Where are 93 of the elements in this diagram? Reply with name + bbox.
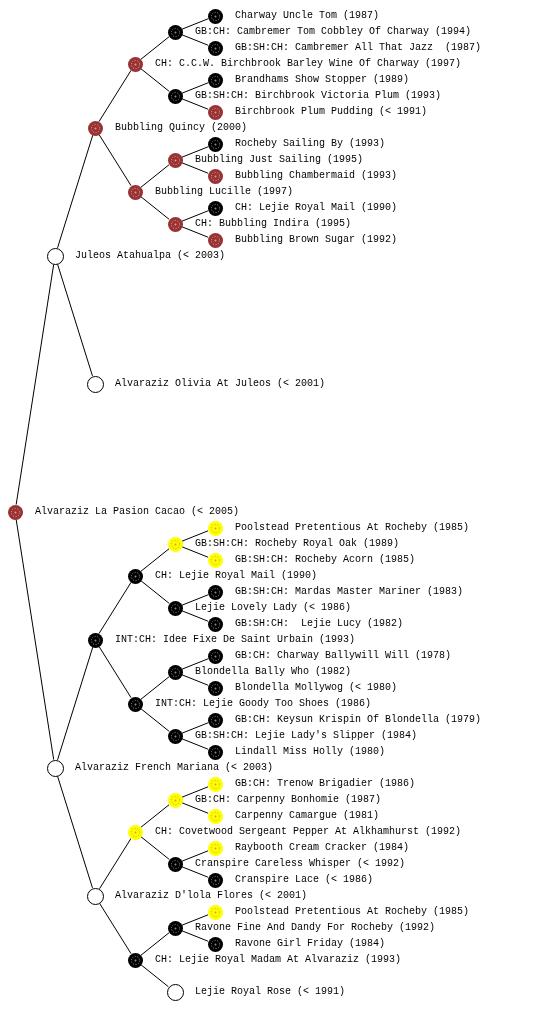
connector-line [140,932,170,956]
connector-line [98,69,132,123]
pedigree-name: Lindall Miss Holly (1980) [235,746,386,758]
connector-line [140,548,170,572]
connector-line [181,610,209,622]
pedigree-name: GB:CH: Carpenny Bonhomie (1987) [195,794,382,806]
connector-line [181,210,209,222]
pedigree-name: GB:CH: Keysun Krispin Of Blondella (1979) [235,714,482,726]
pedigree-name: Lejie Royal Rose (< 1991) [195,986,346,998]
connector-line [181,18,209,30]
connector-line [140,804,170,828]
connector-line [57,646,94,761]
connector-line [15,518,55,761]
pedigree-name: CH: C.C.W. Birchbrook Barley Wine Of Charway (1997) [155,58,462,70]
connector-line [140,164,170,188]
pedigree-name: Bubbling Quincy (2000) [115,122,248,134]
pedigree-name: GB:SH:CH: Rocheby Acorn (1985) [235,554,416,566]
pedigree-name: Brandhams Show Stopper (1989) [235,74,410,86]
connector-line [140,68,170,92]
pedigree-name: Alvaraziz D'lola Flores (< 2001) [115,890,308,902]
connector-line [181,162,209,174]
connector-line [181,530,209,542]
pedigree-name: CH: Lejie Royal Madam At Alvaraziz (1993) [155,954,402,966]
connector-line [181,546,209,558]
connector-line [140,36,170,60]
pedigree-name: Ravone Girl Friday (1984) [235,938,386,950]
connector-line [140,580,170,604]
pedigree-name: INT:CH: Idee Fixe De Saint Urbain (1993) [115,634,356,646]
connector-line [181,786,209,798]
pedigree-name: Blondella Bally Who (1982) [195,666,352,678]
pedigree-name: Carpenny Camargue (1981) [235,810,380,822]
connector-line [98,133,132,187]
pedigree-name: CH: Covetwood Sergeant Pepper At Alkhamhurst (1992) [155,826,462,838]
pedigree-name: Bubbling Lucille (1997) [155,186,294,198]
pedigree-name: GB:CH: Cambremer Tom Cobbley Of Charway (1994) [195,26,472,38]
pedigree-name: CH: Lejie Royal Mail (1990) [235,202,398,214]
connector-line [181,930,209,942]
pedigree-name: GB:SH:CH: Birchbrook Victoria Plum (1993) [195,90,442,102]
pedigree-name: GB:SH:CH: Lejie Lucy (1982) [235,618,404,630]
connector-line [181,82,209,94]
pedigree-name: Alvaraziz La Pasion Cacao (< 2005) [35,506,240,518]
connector-line [181,34,209,46]
connector-line [181,658,209,670]
pedigree-name: Raybooth Cream Cracker (1984) [235,842,410,854]
connector-line [181,594,209,606]
pedigree-name: GB:SH:CH: Lejie Lady's Slipper (1984) [195,730,418,742]
connector-line [181,866,209,878]
pedigree-name: Rocheby Sailing By (1993) [235,138,386,150]
pedigree-name: GB:CH: Charway Ballywill Will (1978) [235,650,452,662]
connector-line [181,226,209,238]
pedigree-name: Bubbling Just Sailing (1995) [195,154,364,166]
connector-line [181,722,209,734]
connector-line [99,837,132,890]
connector-line [181,802,209,814]
pedigree-name: CH: Lejie Royal Mail (1990) [155,570,318,582]
pedigree-name: GB:SH:CH: Cambremer All That Jazz (1987) [235,42,482,54]
connector-line [181,850,209,862]
pedigree-name: Cranspire Careless Whisper (< 1992) [195,858,406,870]
pedigree-name: Poolstead Pretentious At Rocheby (1985) [235,522,470,534]
connector-line [98,645,132,699]
connector-line [181,738,209,750]
pedigree-name: CH: Bubbling Indira (1995) [195,218,352,230]
connector-line [57,775,93,889]
pedigree-name: Juleos Atahualpa (< 2003) [75,250,226,262]
connector-line [140,196,170,220]
pedigree-name: Bubbling Chambermaid (1993) [235,170,398,182]
pedigree-name: Lejie Lovely Lady (< 1986) [195,602,352,614]
pedigree-name: GB:CH: Trenow Brigadier (1986) [235,778,416,790]
pedigree-name: GB:SH:CH: Rocheby Royal Oak (1989) [195,538,400,550]
pedigree-name: Alvaraziz Olivia At Juleos (< 2001) [115,378,326,390]
pedigree-name: Alvaraziz French Mariana (< 2003) [75,762,274,774]
connector-line [57,263,93,377]
connector-line [140,964,169,988]
pedigree-name: Ravone Fine And Dandy For Rocheby (1992) [195,922,436,934]
connector-line [181,914,209,926]
pedigree-name: Cranspire Lace (< 1986) [235,874,374,886]
connector-line [140,676,170,700]
connector-line [181,146,209,158]
connector-line [15,263,55,506]
connector-line [98,581,132,635]
pedigree-name: GB:SH:CH: Mardas Master Mariner (1983) [235,586,464,598]
pedigree-name: Blondella Mollywog (< 1980) [235,682,398,694]
pedigree-name: Birchbrook Plum Pudding (< 1991) [235,106,428,118]
connector-line [181,674,209,686]
pedigree-name: Poolstead Pretentious At Rocheby (1985) [235,906,470,918]
connector-line [181,98,209,110]
connector-line [140,836,170,860]
pedigree-name: Bubbling Brown Sugar (1992) [235,234,398,246]
connector-line [57,134,94,249]
pedigree-name: INT:CH: Lejie Goody Too Shoes (1986) [155,698,372,710]
connector-line [99,902,132,955]
pedigree-name: Charway Uncle Tom (1987) [235,10,380,22]
connector-line [140,708,170,732]
